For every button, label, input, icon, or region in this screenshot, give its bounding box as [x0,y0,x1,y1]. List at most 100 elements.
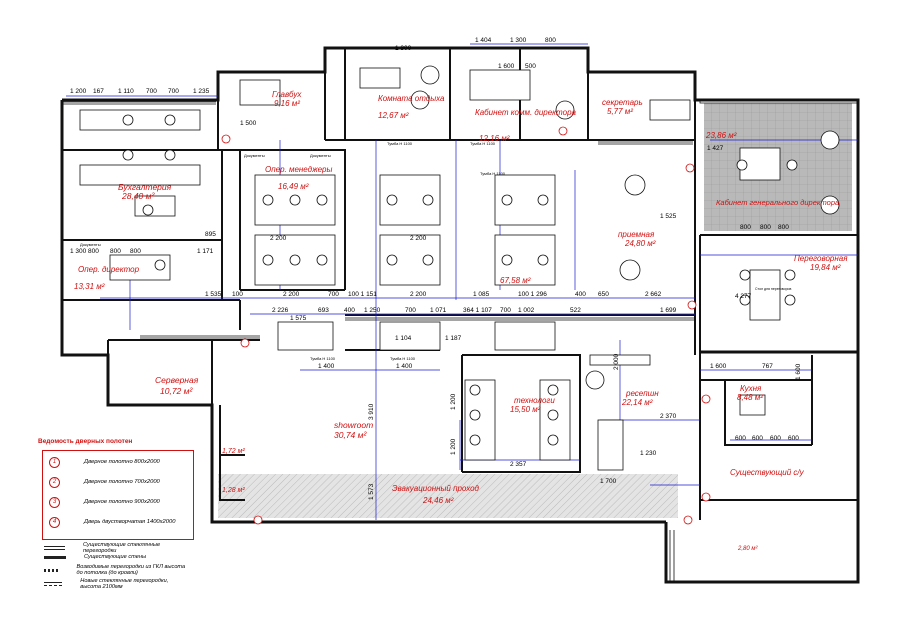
door-markers [221,126,711,525]
room-glavbuh-name: Главбух [272,90,302,99]
dim-label: 100 1 296 [518,291,547,298]
door-description: Дверное полотно 700х2000 [84,479,160,485]
legend-door-box: 1 Дверное полотно 800х2000 2 Дверное пол… [42,450,194,540]
dim-label: 3 910 [368,403,375,420]
dim-label: 1 400 [396,363,413,370]
legend-door-item: 2 Дверное полотно 700х2000 [49,475,160,489]
dim-label: 700 [405,307,416,314]
door-legend: Ведомость дверных полотен 1 Дверное поло… [30,438,194,593]
dim-label: 1 110 [118,88,134,95]
dim-label: 800 [778,224,789,231]
dim-label: 2 357 [510,461,527,468]
room-showroom-name: showroom [334,420,373,430]
legend-wall-item: Существующие стены [44,554,146,560]
legend-door-item: 4 Дверь двустворчатая 1400х2000 [49,515,175,529]
dim-label: 600 [788,435,799,442]
room-servernaya-name: Серверная [155,375,199,385]
dim-label: 800 [110,248,121,255]
desks [79,67,781,471]
room-glavbuh-area: 9,16 м² [274,99,300,108]
dim-label: 400 [575,291,586,298]
documents-label: Документы [244,153,265,158]
dim-label: 1 600 [795,363,802,380]
room-kuhnya-name: Кухня [740,384,762,393]
room-priemnaya-name: приемная [618,230,655,239]
room-tehnologi-name: технологи [514,396,555,405]
room-kab-gen-name: Кабинет генерального директора [716,198,839,207]
dim-label: 1 235 [193,88,210,95]
legend-wall-item: Существующие стеклянные перегородки [44,542,190,554]
room-kabinet-komm-area: 12,16 м² [479,134,510,143]
dim-label: 1 427 [707,145,724,152]
dim-label: 700 [328,291,339,298]
room-sekretar-area: 5,77 м² [607,107,633,116]
dim-label: 1 600 [710,363,727,370]
dim-label: 1 300 [395,45,412,52]
door-number: 2 [49,476,60,488]
tumba-label: Тумба H 1100 [310,356,336,361]
room-tehnologi-area: 15,50 м² [510,405,541,414]
room-komnata-area: 12,67 м² [378,111,409,120]
dim-label: 1 700 [600,478,617,485]
wall-description: Новые стеклянные перегородки, высота 210… [80,578,169,590]
wall-description: Существующие стеклянные перегородки [83,542,161,554]
dim-label: 100 1 151 [348,291,377,298]
furniture-labels: Тумба H 1100 Тумба H 1100 Тумба H 1100 Т… [80,141,791,361]
dim-label: 522 [570,307,581,314]
door-number: 1 [49,456,60,468]
room-small2-area: 1,28 м² [222,487,245,494]
door-number: 3 [49,496,60,508]
dim-label: 4 277 [735,293,752,300]
glass-partitions [62,100,858,582]
legend-door-item: 1 Дверное полотно 800х2000 [49,455,160,469]
dim-label: 1 187 [445,335,462,342]
glass-wall-swatch [44,546,66,550]
documents-label: Документы [310,153,331,158]
dim-label: 1 085 [473,291,490,298]
dim-label: 1 535 [205,291,222,298]
room-buh-name: Бухгалтерия [118,182,172,192]
dim-label: 1 230 [640,450,657,457]
room-resepshn-area: 22,14 м² [621,398,653,407]
dim-label: 1 071 [430,307,447,314]
room-oper-dir-area: 13,31 м² [74,282,105,291]
door-number: 4 [49,516,60,528]
room-evak-area: 24,46 м² [422,496,454,505]
door-description: Дверное полотно 800х2000 [84,459,160,465]
door-description: Дверное полотно 900х2000 [84,499,160,505]
room-kab-gen-area: 23,86 м² [705,131,737,140]
room-oper-men-area: 16,49 м² [278,182,309,191]
dim-label: 1 200 [70,88,87,95]
dim-label: 2 200 [410,291,427,298]
documents-label: Документы [80,242,101,247]
room-open-area: 67,58 м² [500,276,531,285]
room-priemnaya-area: 24,80 м² [624,239,656,248]
legend-wall-item: Возводимые перегородки из ГКЛ высота до … [44,564,190,576]
room-kuhnya-area: 8,48 м² [737,393,763,402]
dim-label: 2 226 [272,307,289,314]
tumba-label: Тумба H 1100 [390,356,416,361]
dim-label: 1 699 [660,307,677,314]
dim-label: 767 [762,363,773,370]
door-description: Дверь двустворчатая 1400х2000 [84,519,176,525]
room-resepshn-name: ресепшн [625,389,659,398]
legend-wall-item: Новые стеклянные перегородки, высота 210… [44,578,190,590]
dim-label: 1 104 [395,335,412,342]
dimension-labels: 1 200 167 1 110 700 700 1 235 1 404 1 30… [70,37,802,500]
dim-label: 700 [168,88,179,95]
dim-label: 1 575 [290,315,307,322]
dim-label: 800 [130,248,141,255]
new-glass-swatch [44,582,63,586]
room-small3-area: 2,80 м² [737,546,758,552]
dim-label: 650 [598,291,609,298]
dim-label: 600 [752,435,763,442]
dim-label: 364 1 107 [463,307,492,314]
room-sekretar-name: секретарь [602,98,643,107]
room-oper-dir-name: Опер. директор [78,265,140,274]
room-peregovornaya-area: 19,84 м² [810,263,841,272]
room-peregovornaya-name: Переговорная [794,254,848,263]
legend-title: Ведомость дверных полотен [38,438,133,445]
dim-label: 500 [525,63,536,70]
dim-label: 2 662 [645,291,662,298]
